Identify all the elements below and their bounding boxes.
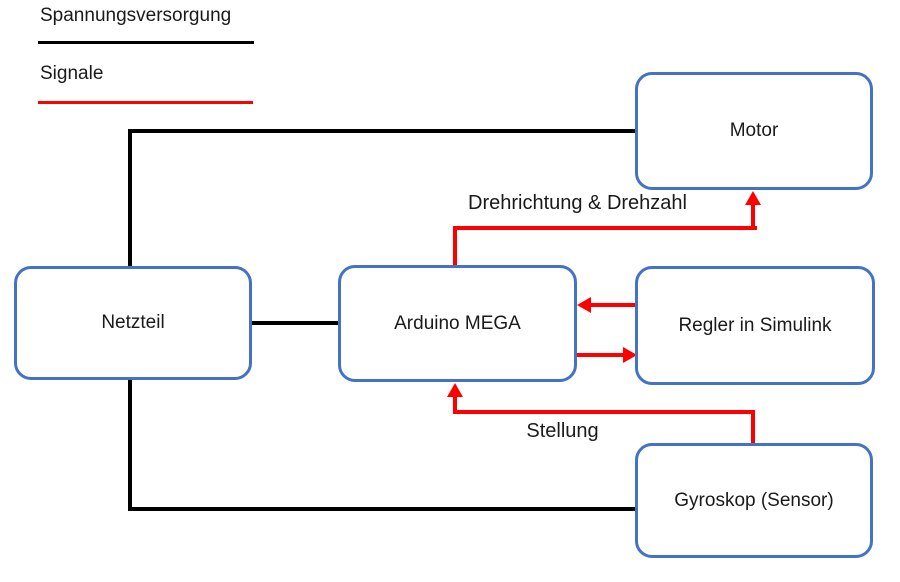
legend-signal-line-sample (38, 101, 253, 104)
arrowhead-into-regler (623, 347, 637, 363)
signal-line-regler-to-arduino (588, 303, 637, 307)
arrowhead-into-arduino-right (577, 297, 591, 313)
node-motor: Motor (635, 72, 873, 190)
legend-power-line-sample (38, 41, 254, 44)
power-line-netzteil-to-gyroskop (128, 507, 637, 511)
node-netzteil: Netzteil (14, 266, 252, 380)
signal-line-gyroskop-to-arduino-vertical (453, 395, 457, 414)
power-line-netzteil-to-arduino (250, 321, 340, 325)
legend-power-label: Spannungsversorgung (40, 5, 232, 26)
power-line-netzteil-to-motor (128, 129, 637, 133)
signal-line-arduino-to-motor-vertical (751, 203, 755, 230)
node-gyroskop-sensor: Gyroskop (Sensor) (635, 443, 873, 558)
legend-signal-label: Signale (40, 63, 104, 84)
arrowhead-into-arduino-bottom (447, 383, 463, 397)
arrowhead-into-motor (745, 191, 761, 205)
node-regler-in-simulink: Regler in Simulink (635, 266, 875, 385)
edge-label-drehrichtung-drehzahl: Drehrichtung & Drehzahl (468, 192, 687, 214)
edge-label-stellung: Stellung (526, 420, 599, 442)
signal-line-arduino-to-motor-riser (453, 226, 457, 268)
signal-line-arduino-to-regler (577, 353, 626, 357)
signal-line-arduino-to-motor-horizontal (453, 226, 757, 230)
signal-line-gyroskop-riser (751, 410, 755, 445)
signal-line-gyroskop-to-arduino-horizontal (453, 410, 755, 414)
node-arduino-mega: Arduino MEGA (338, 265, 577, 382)
